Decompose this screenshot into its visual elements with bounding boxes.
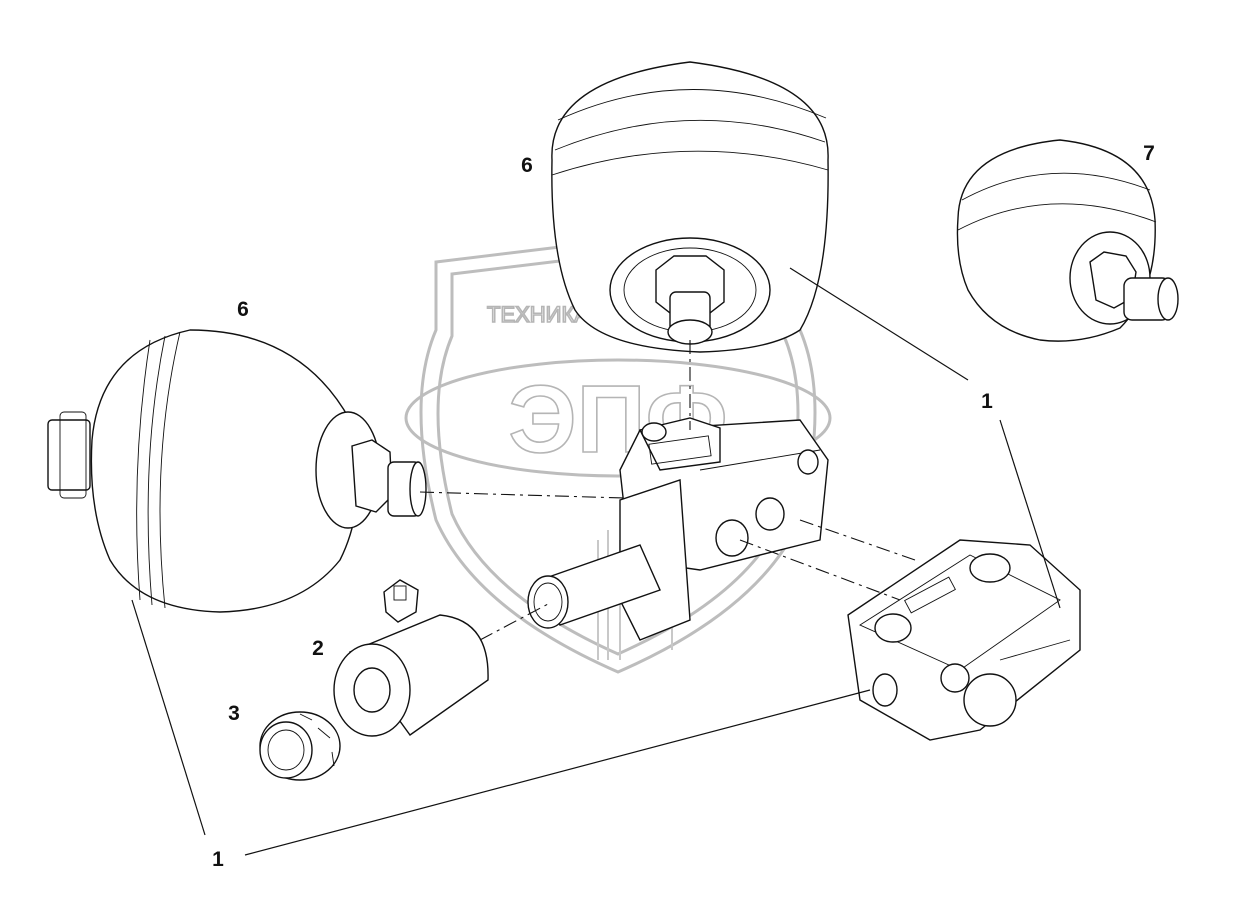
- callout-1-bottom: 1: [212, 848, 224, 871]
- watermark-logo: ТЕХНИКА ЭПФ: [404, 238, 832, 674]
- valve-block: [619, 417, 829, 641]
- callout-7: 7: [1143, 142, 1155, 165]
- coil-nut: [259, 711, 341, 781]
- leader-lines: [131, 267, 1061, 856]
- callout-3: 3: [228, 702, 240, 725]
- solenoid-tube: [527, 544, 661, 629]
- callout-6-top: 6: [521, 154, 533, 177]
- manifold-block: [847, 539, 1081, 741]
- accumulator-top: [551, 61, 829, 353]
- callout-6-left: 6: [237, 298, 249, 321]
- callout-2: 2: [312, 637, 324, 660]
- accumulator-left: [47, 329, 427, 613]
- callout-1-right: 1: [981, 390, 993, 413]
- solenoid-coil: [333, 579, 489, 737]
- callouts: 6 7 6 1 2 3 1: [212, 142, 1155, 871]
- accumulator-right: [956, 139, 1179, 342]
- assembly-axis-lines: [419, 340, 916, 641]
